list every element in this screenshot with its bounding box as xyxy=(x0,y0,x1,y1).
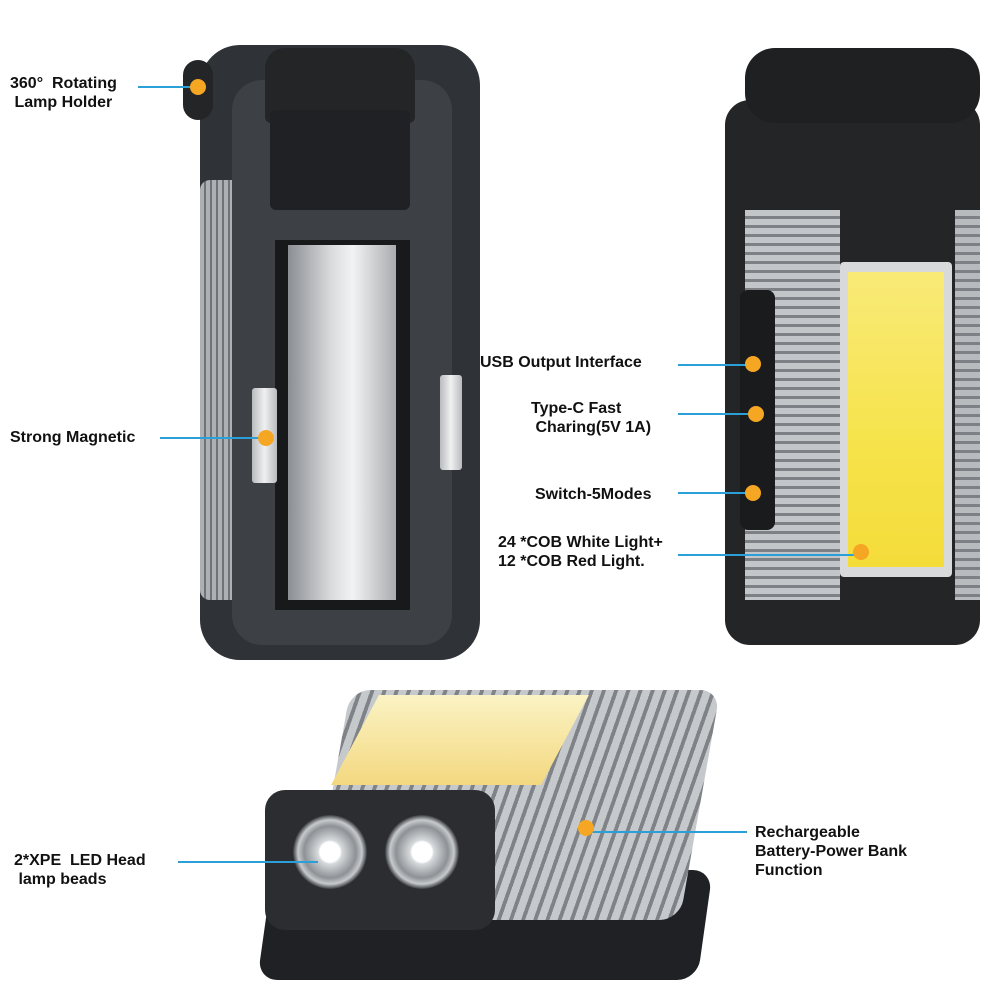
callout-dot xyxy=(745,485,761,501)
callout-dot xyxy=(578,820,594,836)
callout-dot xyxy=(853,544,869,560)
front-rotating-head xyxy=(745,48,980,123)
callout-dot xyxy=(748,406,764,422)
callout-dot xyxy=(258,430,274,446)
metal-panel xyxy=(288,245,396,600)
callout-line xyxy=(678,364,748,366)
callout-strong-magnetic: Strong Magnetic xyxy=(10,429,136,446)
callout-line xyxy=(678,492,748,494)
front-aluminum-ribs-right xyxy=(955,210,980,600)
callout-line xyxy=(178,861,318,863)
xpe-led-lens-right xyxy=(385,815,459,889)
hook-clip xyxy=(270,110,410,210)
callout-rotating-holder: 360° Rotating Lamp Holder xyxy=(10,75,117,111)
callout-usb-output: USB Output Interface xyxy=(480,354,642,371)
xpe-led-lens-left xyxy=(293,815,367,889)
callout-cob-lights: 24 *COB White Light+ 12 *COB Red Light. xyxy=(498,534,663,570)
callout-line xyxy=(592,831,747,833)
callout-xpe-led: 2*XPE LED Head lamp beads xyxy=(14,852,146,888)
cob-light-panel xyxy=(848,272,944,567)
callout-line xyxy=(678,413,750,415)
callout-dot xyxy=(745,356,761,372)
callout-line xyxy=(160,437,260,439)
callout-switch-modes: Switch-5Modes xyxy=(535,486,652,503)
magnet-right xyxy=(440,375,462,470)
callout-battery: Rechargeable Battery-Power Bank Function xyxy=(755,824,908,879)
callout-line xyxy=(138,86,198,88)
callout-dot xyxy=(190,79,206,95)
callout-type-c: Type-C Fast Charing(5V 1A) xyxy=(531,400,652,436)
callout-line xyxy=(678,554,858,556)
